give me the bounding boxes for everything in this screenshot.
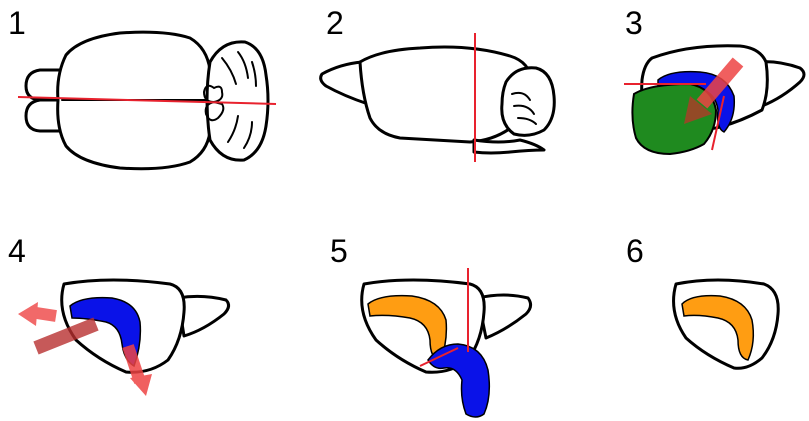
panel-5: 5: [330, 233, 531, 417]
panel-number-5: 5: [330, 233, 348, 269]
cerebellum-side: [502, 68, 555, 136]
olfactory-lobe: [178, 296, 229, 336]
panel-number-3: 3: [625, 5, 643, 41]
panel-number-6: 6: [626, 233, 644, 269]
panel-4: 4: [8, 233, 229, 396]
panel-2: 2: [321, 5, 555, 162]
panel-1: 1: [8, 5, 276, 169]
brain-stem: [474, 140, 544, 153]
section-outline: [674, 280, 779, 368]
blue-region: [428, 344, 489, 417]
panel-number-2: 2: [326, 5, 344, 41]
panel-number-1: 1: [8, 5, 26, 41]
olfactory-lobe: [478, 295, 531, 338]
panel-3: 3: [624, 5, 804, 154]
panel-number-4: 4: [8, 233, 26, 269]
panel-6: 6: [626, 233, 778, 368]
